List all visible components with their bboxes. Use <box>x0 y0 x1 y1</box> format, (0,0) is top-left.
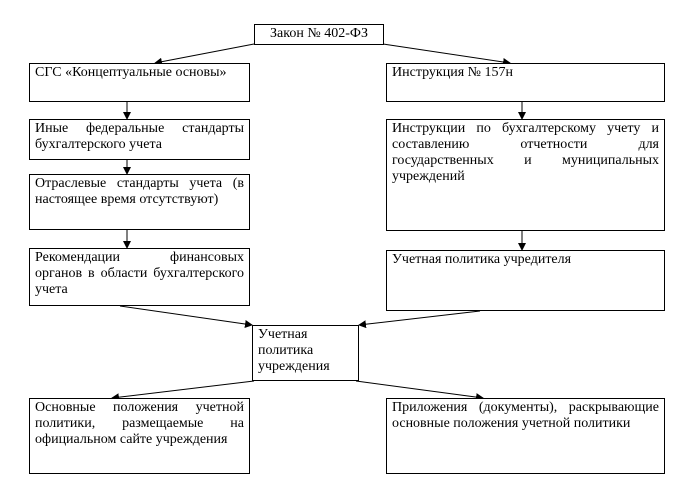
arrow-top-to-sgs <box>154 43 255 66</box>
institution-policy-box: Учетная политика учреждения <box>252 325 359 381</box>
founder-policy-box: Учетная политика учредителя <box>386 250 665 311</box>
law-402-text: Закон № 402-ФЗ <box>270 26 368 41</box>
appendices-text: Приложения (документы), раскрывающие осн… <box>392 400 659 431</box>
instructions-text: Инструкции по бухгалтерскому учету и сос… <box>392 121 659 184</box>
industry-standards-box: Отраслевые стандарты учета (в настоящее … <box>29 174 250 230</box>
instruction-157n-box: Инструкция № 157н <box>386 63 665 102</box>
law-402-box: Закон № 402-ФЗ <box>254 24 384 45</box>
arrow-middle-to-bottom-left <box>111 380 255 402</box>
appendices-box: Приложения (документы), раскрывающие осн… <box>386 398 665 474</box>
federal-standards-box: Иные федеральные стандарты бухгалтерског… <box>29 119 250 160</box>
instruction-157n-text: Инструкция № 157н <box>392 65 513 80</box>
financial-recommendations-text: Рекомендации финансовых органов в област… <box>35 250 244 297</box>
founder-policy-text: Учетная политика учредителя <box>392 252 572 267</box>
institution-policy-text: Учетная политика учреждения <box>258 327 330 374</box>
arrow-middle-to-bottom-right <box>355 380 484 402</box>
instructions-box: Инструкции по бухгалтерскому учету и сос… <box>386 119 665 231</box>
arrow-top-to-157n <box>382 43 511 66</box>
financial-recommendations-box: Рекомендации финансовых органов в област… <box>29 248 250 306</box>
arrow-recommend-to-middle <box>119 305 253 328</box>
basic-provisions-text: Основные положения учетной политики, раз… <box>35 400 244 447</box>
arrow-founder-to-middle <box>358 310 481 329</box>
federal-standards-text: Иные федеральные стандарты бухгалтерског… <box>35 121 244 152</box>
sgs-text: СГС «Концептуальные основы» <box>35 65 227 80</box>
industry-standards-text: Отраслевые стандарты учета (в настоящее … <box>35 176 244 207</box>
basic-provisions-box: Основные положения учетной политики, раз… <box>29 398 250 474</box>
sgs-box: СГС «Концептуальные основы» <box>29 63 250 102</box>
